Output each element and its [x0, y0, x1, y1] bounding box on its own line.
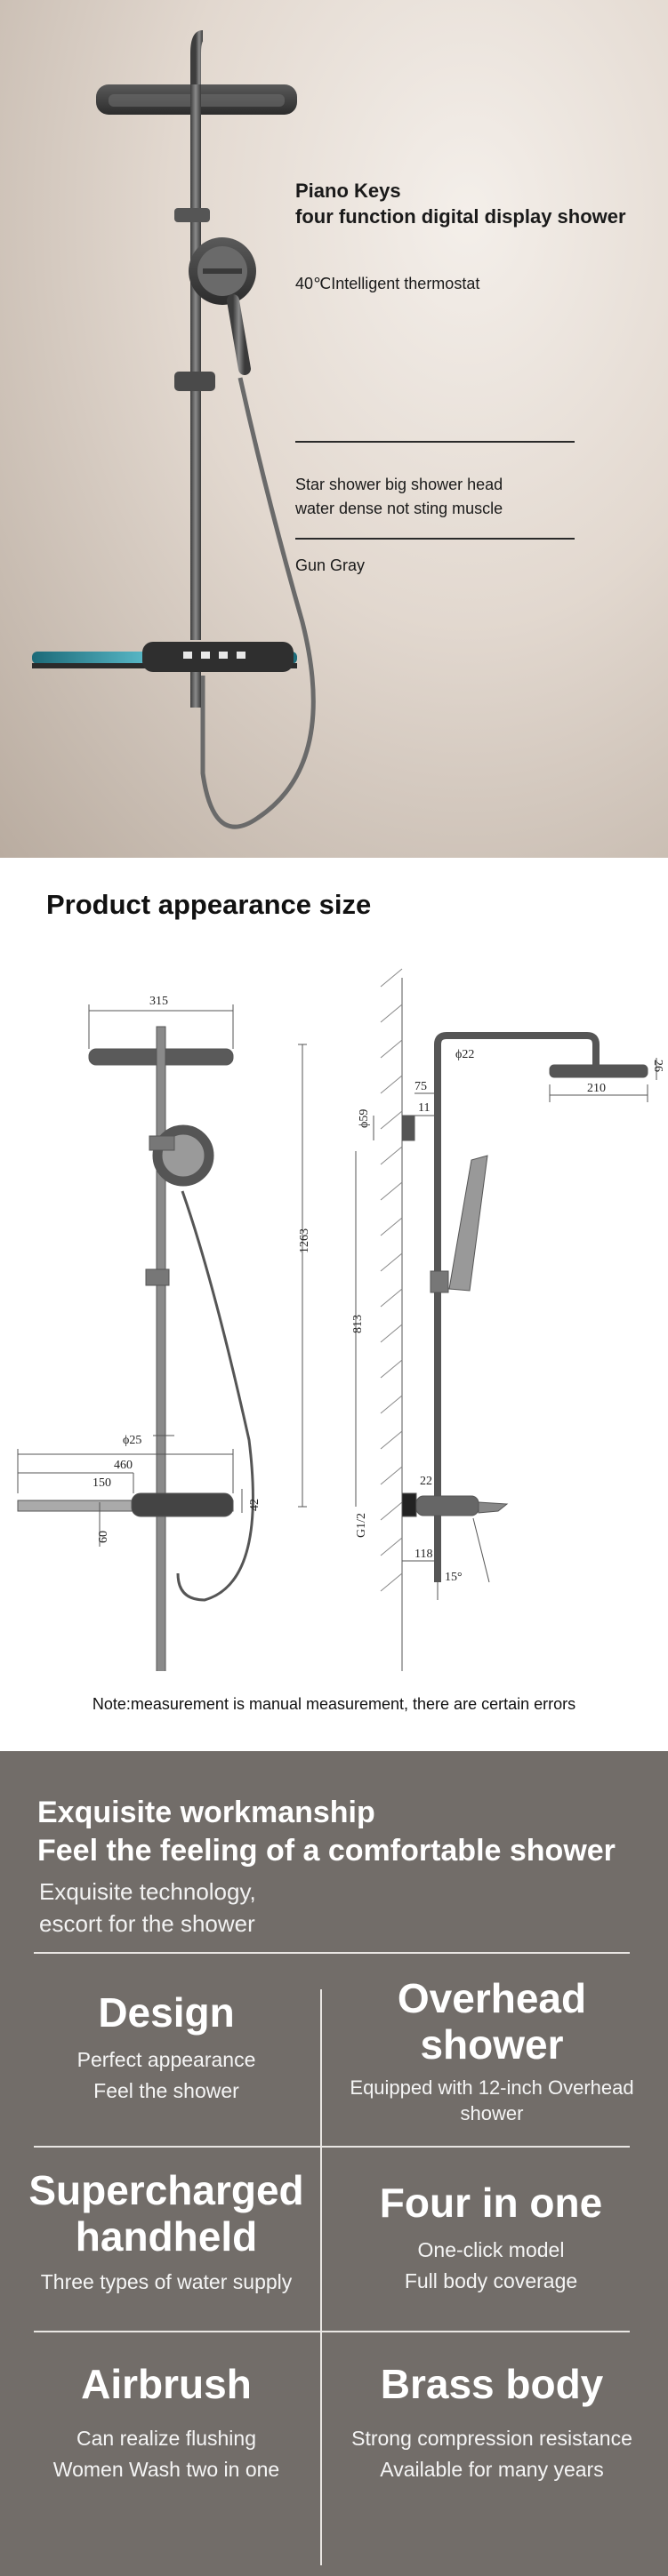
- measurement-note: Note:measurement is manual measurement, …: [92, 1695, 576, 1713]
- divider: [34, 2146, 630, 2148]
- features-headline-line2: Feel the feeling of a comfortable shower: [37, 1834, 616, 1868]
- dim-22: 22: [420, 1475, 432, 1488]
- feature-desc: One-click model: [417, 2238, 565, 2261]
- dim-813: 813: [351, 1315, 365, 1333]
- feature-title: Design: [98, 1989, 235, 2036]
- dim-150: 150: [93, 1476, 111, 1490]
- dim-460: 460: [114, 1459, 133, 1472]
- feature-desc: Can realize flushing: [76, 2427, 256, 2450]
- divider: [34, 1952, 630, 1954]
- divider: [295, 441, 575, 443]
- dim-75: 75: [414, 1080, 427, 1093]
- dimension-diagram: 315 ϕ25 460 150 42 60 ϕ59 ϕ22 75 11 26 2…: [17, 968, 664, 1671]
- dim-1263: 1263: [298, 1228, 311, 1253]
- shower-product-illustration: [32, 30, 316, 829]
- dim-phi59: ϕ59: [358, 1109, 371, 1128]
- color-text: Gun Gray: [295, 556, 366, 574]
- feature-title: Supercharged: [28, 2167, 304, 2213]
- size-section-title: Product appearance size: [46, 889, 372, 920]
- feature-desc: Women Wash two in one: [52, 2458, 280, 2481]
- hero-title-line1: Piano Keys: [295, 180, 401, 202]
- divider: [295, 538, 575, 540]
- hero-desc-line2: water dense not sting muscle: [295, 500, 503, 517]
- features-sub-line2: escort for the shower: [39, 1910, 255, 1937]
- features-headline: Exquisite workmanship Feel the feeling o…: [37, 1794, 616, 1870]
- feature-desc: Perfect appearance: [76, 2048, 256, 2071]
- feature-desc: Equipped with 12-inch Overhead: [350, 2076, 634, 2099]
- feature-four-in-one: Four in one One-click model Full body co…: [340, 2180, 642, 2297]
- features-headline-line1: Exquisite workmanship: [37, 1796, 375, 1829]
- dim-phi25: ϕ25: [123, 1434, 141, 1447]
- feature-title: Brass body: [380, 2361, 604, 2407]
- divider: [34, 2331, 630, 2332]
- feature-desc: shower: [460, 2102, 524, 2124]
- dim-210: 210: [587, 1082, 606, 1095]
- features-sub-line1: Exquisite technology,: [39, 1878, 256, 1905]
- dim-phi22: ϕ22: [455, 1048, 474, 1061]
- feature-title: handheld: [75, 2213, 258, 2260]
- dim-g12: G1/2: [355, 1513, 368, 1538]
- feature-title: Overhead: [397, 1975, 587, 2021]
- dim-26: 26: [651, 1060, 664, 1072]
- dim-11: 11: [418, 1101, 430, 1115]
- feature-desc: Full body coverage: [404, 2269, 578, 2292]
- dim-15deg: 15°: [445, 1571, 463, 1584]
- feature-desc: Available for many years: [380, 2458, 604, 2481]
- divider: [320, 1989, 322, 2565]
- feature-design: Design Perfect appearance Feel the showe…: [20, 1989, 313, 2107]
- feature-supercharged-handheld: Supercharged handheld Three types of wat…: [20, 2167, 313, 2298]
- dim-42: 42: [248, 1499, 262, 1511]
- feature-desc: Feel the shower: [93, 2079, 239, 2102]
- thermostat-text: 40℃Intelligent thermostat: [295, 275, 480, 292]
- hero-description: Star shower big shower head water dense …: [295, 473, 503, 521]
- dim-315: 315: [149, 995, 168, 1008]
- hero-desc-line1: Star shower big shower head: [295, 476, 503, 493]
- feature-airbrush: Airbrush Can realize flushing Women Wash…: [20, 2361, 313, 2485]
- features-subtitle: Exquisite technology, escort for the sho…: [39, 1876, 256, 1940]
- dim-118: 118: [414, 1548, 432, 1561]
- features-section: Exquisite workmanship Feel the feeling o…: [0, 1751, 668, 2576]
- feature-overhead-shower: Overhead shower Equipped with 12-inch Ov…: [336, 1975, 648, 2126]
- dim-60: 60: [97, 1531, 110, 1543]
- feature-title: Airbrush: [81, 2361, 252, 2407]
- feature-title: shower: [420, 2021, 564, 2068]
- hero-banner: Piano Keys four function digital display…: [0, 0, 668, 858]
- feature-brass-body: Brass body Strong compression resistance…: [336, 2361, 648, 2485]
- feature-title: Four in one: [379, 2180, 603, 2226]
- feature-desc: Three types of water supply: [40, 2270, 293, 2293]
- hero-title: Piano Keys four function digital display…: [295, 178, 626, 229]
- hero-title-line2: four function digital display shower: [295, 205, 626, 228]
- feature-desc: Strong compression resistance: [351, 2427, 632, 2450]
